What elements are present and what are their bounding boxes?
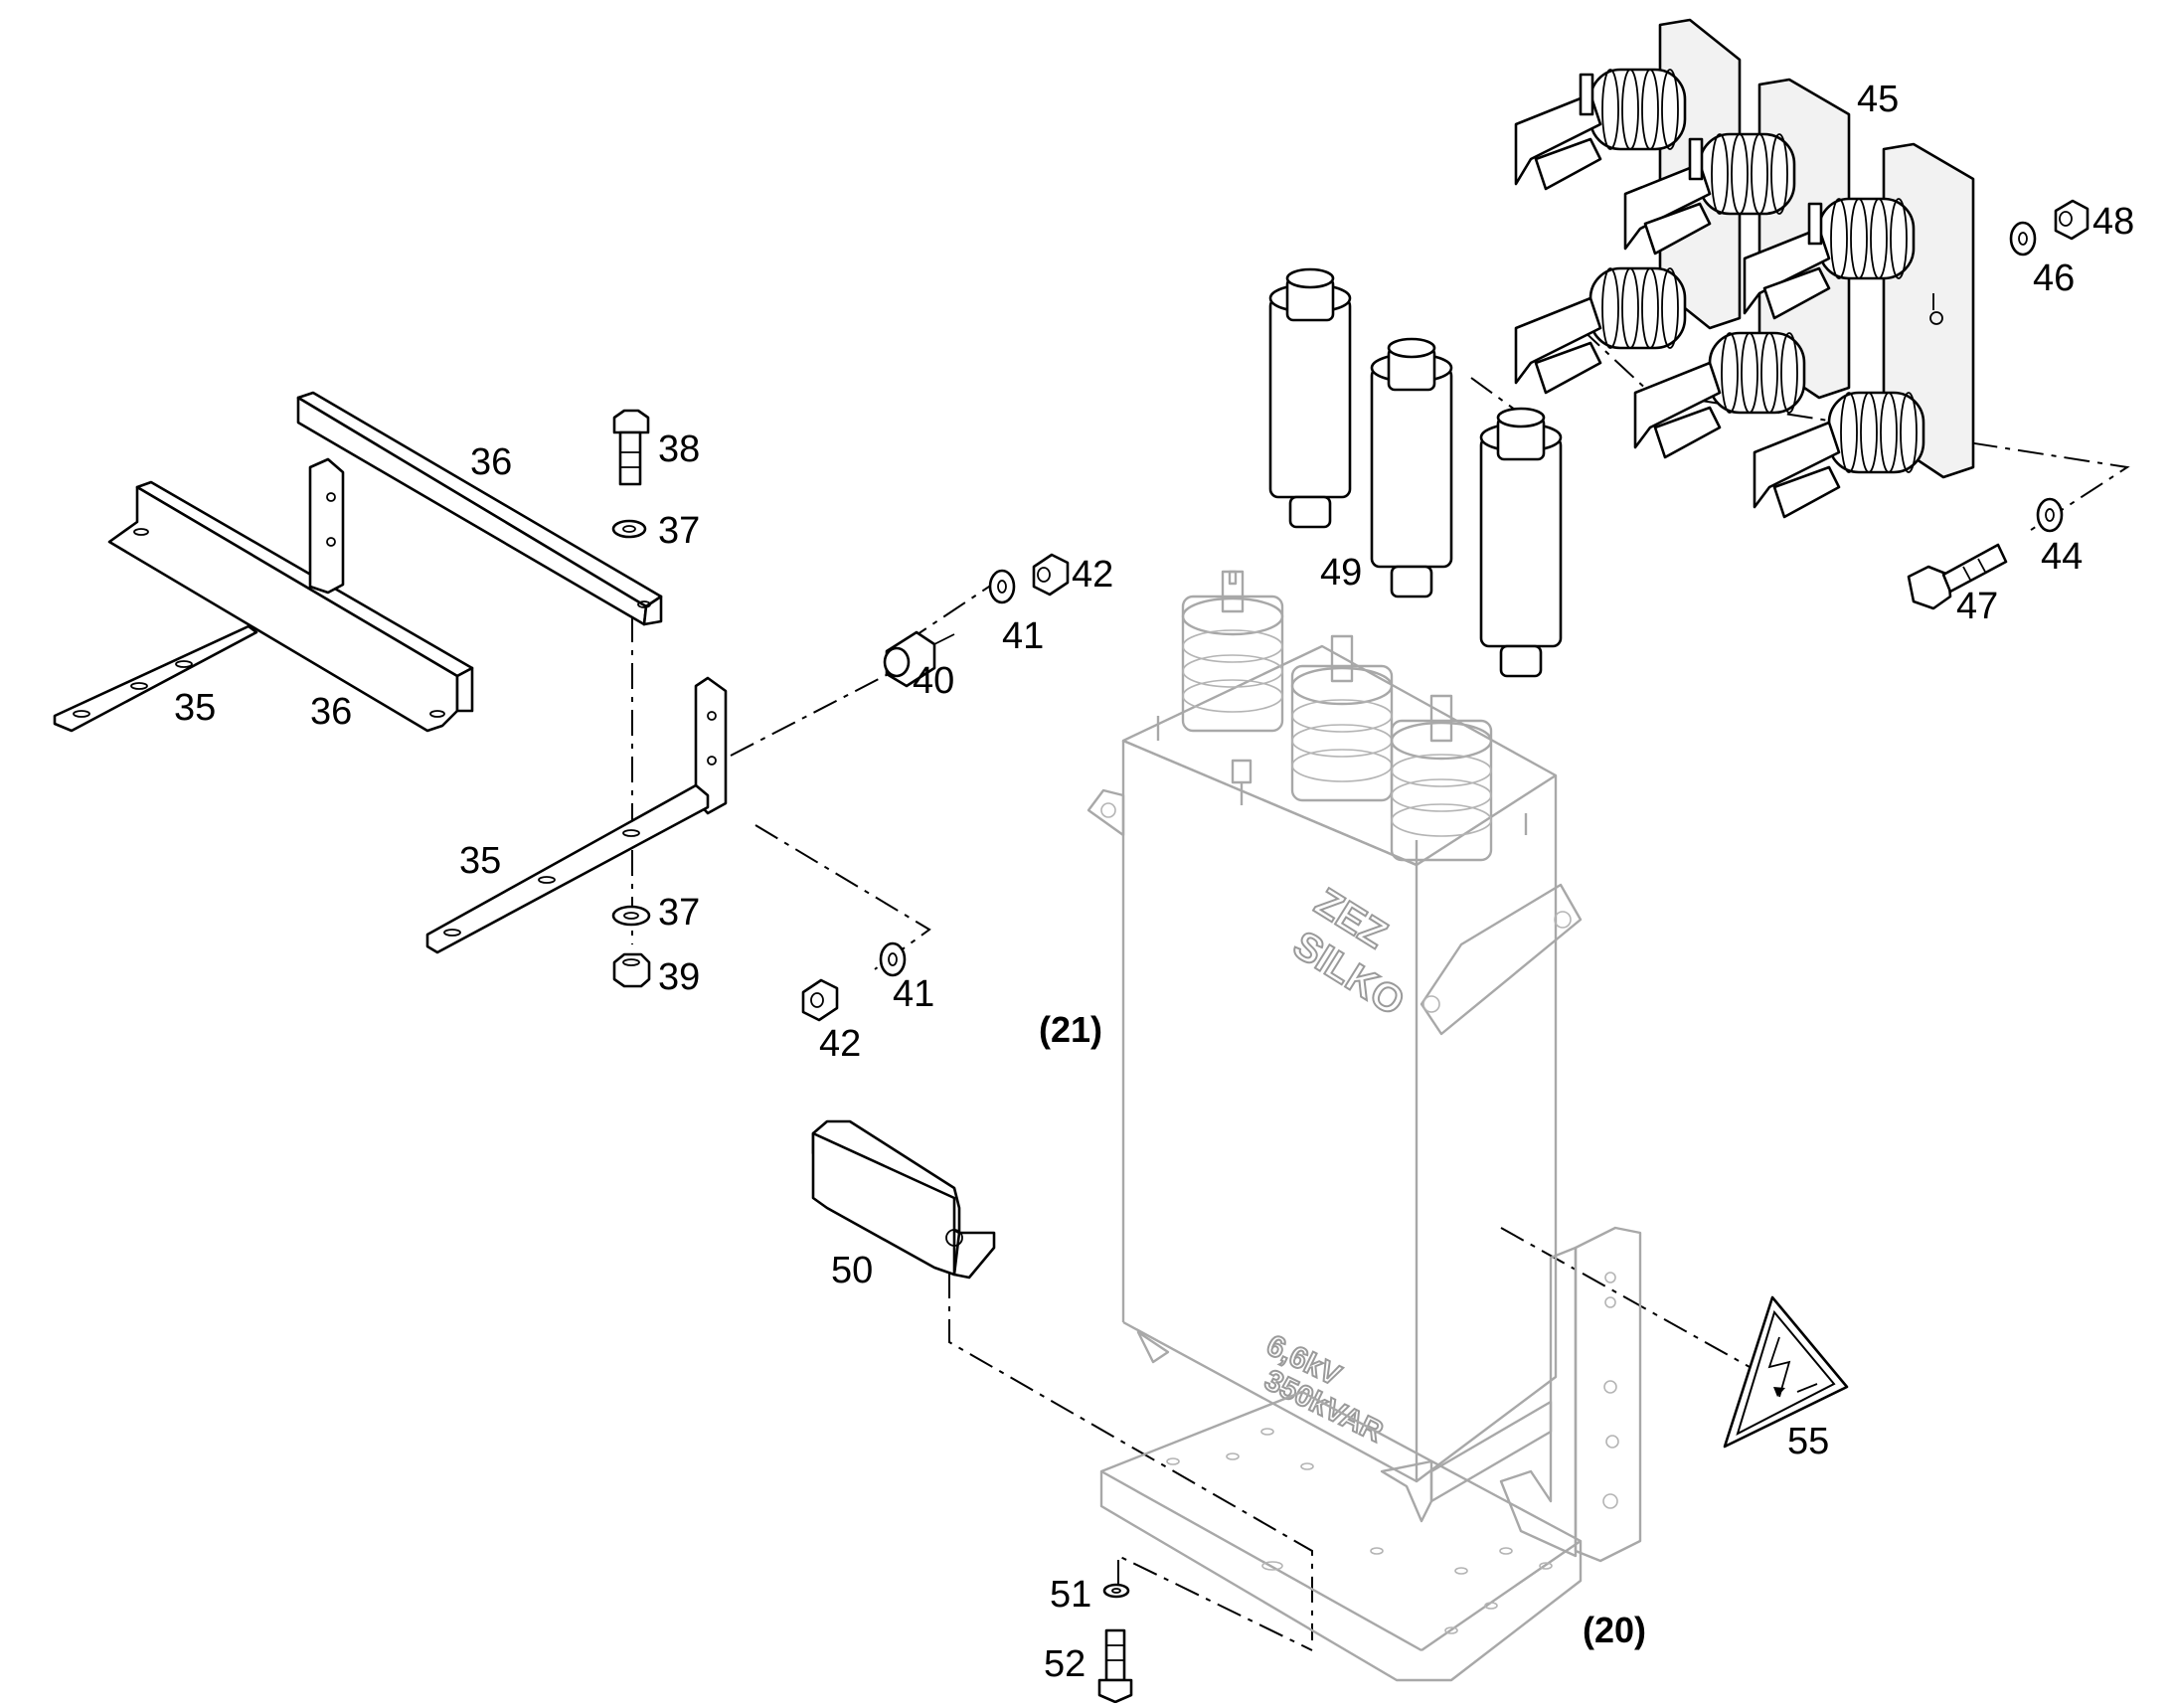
assembly-label-20: (20) [1583, 1610, 1646, 1650]
bolt-52-icon [1097, 1628, 1133, 1704]
mounting-bracket-lower-assembly [425, 676, 728, 954]
part-label-48: 48 [2092, 201, 2134, 243]
part-label-55: 55 [1787, 1421, 1829, 1462]
fuses-49 [1268, 267, 1563, 678]
washer-46-icon [2009, 221, 2037, 256]
capacitor-bushings [1181, 570, 1493, 862]
washer-41-lower-icon [879, 941, 907, 977]
part-label-44: 44 [2041, 536, 2083, 578]
part-label-35-lower: 35 [459, 840, 501, 882]
nut-42-lower-icon [801, 978, 839, 1022]
part-label-36-upper: 36 [470, 441, 512, 483]
part-label-45: 45 [1857, 79, 1899, 120]
nut-48-icon [2054, 199, 2089, 241]
part-label-51: 51 [1050, 1574, 1091, 1616]
mounting-bracket-upper-assembly [53, 391, 663, 733]
washer-37-upper-icon [611, 519, 647, 539]
part-label-42-upper: 42 [1072, 554, 1113, 596]
part-label-39: 39 [658, 956, 700, 998]
washer-51-icon [1102, 1583, 1130, 1599]
cover-plate-50 [811, 1119, 996, 1280]
bolt-47-icon [1907, 543, 2008, 610]
assembly-label-21: (21) [1039, 1009, 1102, 1050]
part-number-labels: 35 35 36 36 37 37 38 39 40 41 41 42 42 4… [174, 79, 2134, 1685]
base-assembly-20 [1099, 1226, 1642, 1682]
part-label-52: 52 [1044, 1643, 1086, 1685]
high-voltage-warning-icon [1723, 1295, 1849, 1449]
part-label-47: 47 [1956, 586, 1998, 627]
part-label-50: 50 [831, 1250, 873, 1291]
nut-39-icon [612, 952, 651, 988]
bolt-38-icon [612, 409, 650, 486]
part-label-41-upper: 41 [1002, 615, 1044, 657]
spacer-40-icon [883, 630, 955, 688]
part-label-35-upper: 35 [174, 687, 216, 729]
part-label-38: 38 [658, 428, 700, 470]
part-label-42-lower: 42 [819, 1023, 861, 1065]
part-label-49: 49 [1320, 552, 1362, 594]
nut-42-upper-icon [1032, 553, 1070, 597]
part-label-37-lower: 37 [658, 892, 700, 934]
part-label-41-lower: 41 [893, 973, 934, 1015]
part-label-37-upper: 37 [658, 510, 700, 552]
fuse-holders-45 [1514, 18, 1975, 519]
washer-41-upper-icon [988, 569, 1016, 604]
capacitor-unit-21: ZEZ SILKO 6,6kV 350kVAR [1086, 644, 1583, 1523]
washer-44-icon [2036, 497, 2064, 533]
part-label-40: 40 [913, 660, 954, 702]
washer-37-lower-icon [611, 905, 651, 927]
part-label-36-lower: 36 [310, 691, 352, 733]
part-label-46: 46 [2033, 257, 2075, 299]
